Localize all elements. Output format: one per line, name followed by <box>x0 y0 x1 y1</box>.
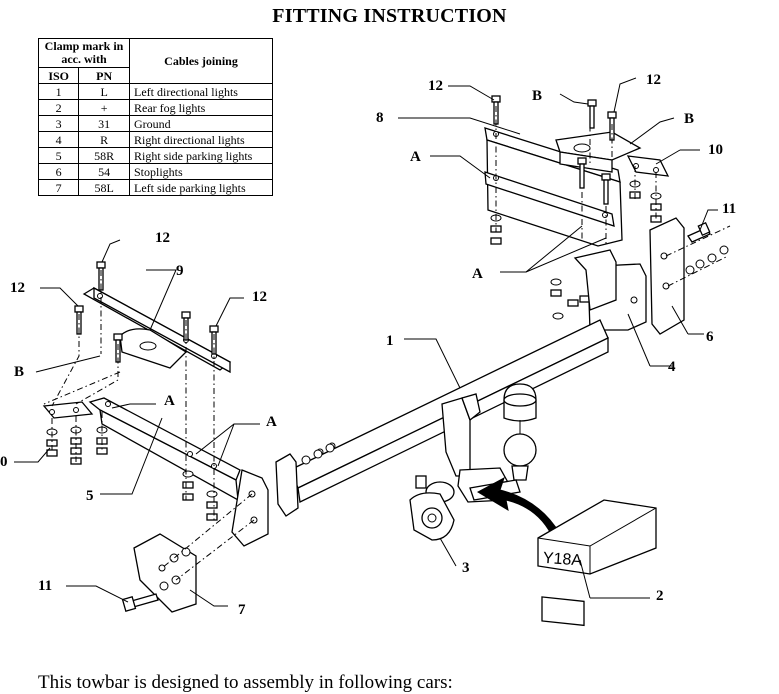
label-7: 7 <box>238 602 246 618</box>
label-4: 4 <box>668 359 676 375</box>
label-12: 12 <box>155 230 170 246</box>
cable-cell: Rear fog lights <box>129 99 273 116</box>
table-row: 2+Rear fog lights <box>37 99 273 116</box>
label-9: 9 <box>176 263 184 279</box>
iso-cell: 4 <box>37 131 80 148</box>
label-box-2 <box>537 499 657 627</box>
cable-table: Clamp mark in acc. with Cables joining I… <box>37 38 273 196</box>
cable-cell: Right directional lights <box>129 131 273 148</box>
washer-plate-10-left <box>42 401 94 419</box>
label-12: 12 <box>252 289 267 305</box>
label-1: 1 <box>386 333 394 349</box>
label-12: 12 <box>646 72 661 88</box>
label-3: 3 <box>462 560 470 576</box>
header-clamp-mark: Clamp mark in acc. with <box>38 38 130 68</box>
page-title: FITTING INSTRUCTION <box>272 5 507 27</box>
label-12: 12 <box>10 280 25 296</box>
plate-6 <box>649 217 685 335</box>
arrow-icon <box>476 476 561 541</box>
bracket-9 <box>82 286 232 374</box>
label-10-left: 0 <box>0 454 8 470</box>
label-11-right: 11 <box>722 201 736 217</box>
bracket-10-right <box>555 131 642 173</box>
label-a: A <box>472 266 483 282</box>
plate-7 <box>133 469 269 613</box>
crossbar-1 <box>275 249 617 517</box>
label-10-right: 10 <box>708 142 723 158</box>
leader-lines <box>14 77 718 607</box>
washer-plate-10 <box>626 155 670 177</box>
iso-cell: 7 <box>37 179 80 196</box>
label-5: 5 <box>86 488 94 504</box>
label-b: B <box>532 88 542 104</box>
socket-plate-3 <box>409 492 455 541</box>
label-plate-text: Y18A <box>542 550 583 570</box>
label-b: B <box>14 364 24 380</box>
footer-text: This towbar is designed to assembly in f… <box>38 672 453 693</box>
label-12: 12 <box>428 78 443 94</box>
label-a: A <box>410 149 421 165</box>
label-2: 2 <box>656 588 664 604</box>
label-11-left: 11 <box>38 578 52 594</box>
label-a: A <box>266 414 277 430</box>
cable-cell: Right side parking lights <box>129 147 273 164</box>
label-8: 8 <box>376 110 384 126</box>
label-b: B <box>684 111 694 127</box>
label-a: A <box>164 393 175 409</box>
header-pn: PN <box>78 67 130 84</box>
bracket-5 <box>88 397 241 502</box>
label-6: 6 <box>706 329 714 345</box>
pn-cell: 58R <box>78 147 130 164</box>
tow-ball <box>503 383 537 481</box>
cable-cell: Left side parking lights <box>129 179 273 196</box>
crossbar-bolts <box>301 443 335 465</box>
